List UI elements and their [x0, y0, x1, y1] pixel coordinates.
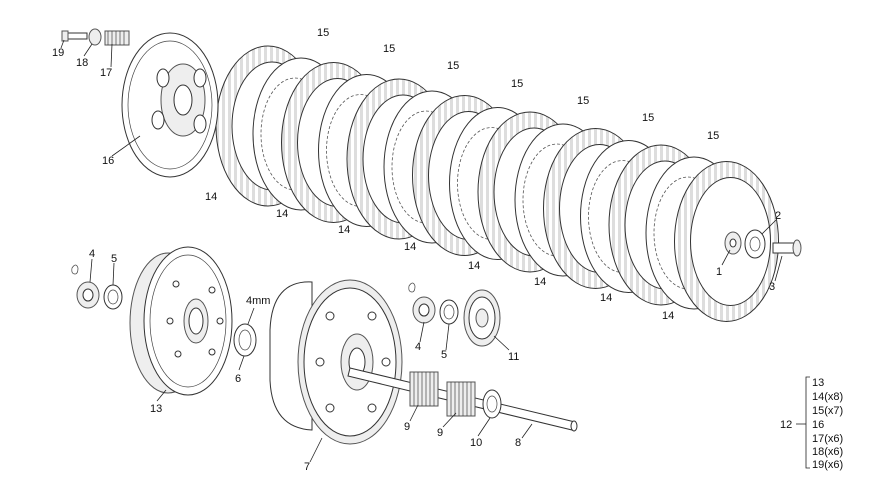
- label-1: 1: [716, 266, 722, 278]
- label-2: 2: [775, 210, 781, 222]
- gear-11: [463, 289, 501, 347]
- label-15-1: 15: [317, 27, 329, 39]
- label-15-4: 15: [511, 78, 523, 90]
- kit-item-17: 17(x6): [812, 433, 843, 445]
- label-3: 3: [769, 281, 775, 293]
- pushrod-piece-3: [772, 239, 802, 257]
- needle-bearing-9-right: [446, 381, 476, 417]
- label-8: 8: [515, 437, 521, 449]
- washer-5-left: [103, 284, 123, 310]
- kit-item-19: 19(x6): [812, 459, 843, 471]
- kit-item-18: 18(x6): [812, 446, 843, 458]
- washer-5-right: [439, 299, 459, 325]
- label-15-6: 15: [642, 112, 654, 124]
- label-15-7: 15: [707, 130, 719, 142]
- kit-item-14: 14(x8): [812, 391, 843, 403]
- label-16: 16: [102, 155, 114, 167]
- label-13: 13: [150, 403, 162, 415]
- label-4-right: 4: [415, 341, 421, 353]
- nut-4-right: [408, 282, 436, 324]
- label-15-5: 15: [577, 95, 589, 107]
- part-labels: 1 2 3 4 5 4 5 6 4mm 7 8 9 9 10 11 13 16 …: [52, 27, 792, 473]
- label-14-4: 14: [404, 241, 416, 253]
- clutch-basket-7: [269, 279, 403, 445]
- label-4-left: 4: [89, 248, 95, 260]
- label-7: 7: [304, 461, 310, 473]
- spring-cup-18: [88, 28, 102, 46]
- label-14-5: 14: [468, 260, 480, 272]
- label-18: 18: [76, 57, 88, 69]
- kit-item-13: 13: [812, 377, 824, 389]
- label-19: 19: [52, 47, 64, 59]
- washer-10: [482, 389, 502, 419]
- kit-item-15: 15(x7): [812, 405, 843, 417]
- label-14-6: 14: [534, 276, 546, 288]
- label-15-2: 15: [383, 43, 395, 55]
- label-15-3: 15: [447, 60, 459, 72]
- label-5-left: 5: [111, 253, 117, 265]
- label-4mm: 4mm: [246, 295, 270, 307]
- label-10: 10: [470, 437, 482, 449]
- pressure-plate-16: [121, 32, 219, 178]
- bearing-2: [744, 229, 766, 259]
- nut-4-left: [71, 264, 100, 309]
- circlip-6: [233, 323, 257, 357]
- inner-hub-13: [129, 246, 233, 396]
- nut-1: [724, 231, 742, 255]
- label-14-8: 14: [662, 310, 674, 322]
- kit-item-16: 16: [812, 419, 824, 431]
- label-14-3: 14: [338, 224, 350, 236]
- label-14-1: 14: [205, 191, 217, 203]
- kit-12-legend: 13 14(x8) 15(x7) 16 17(x6) 18(x6) 19(x6): [812, 377, 843, 471]
- label-9-left: 9: [404, 421, 410, 433]
- label-14-7: 14: [600, 292, 612, 304]
- spring-17: [104, 30, 130, 46]
- label-14-2: 14: [276, 208, 288, 220]
- label-5-right: 5: [441, 349, 447, 361]
- leader-lines: [60, 39, 783, 463]
- label-9-right: 9: [437, 427, 443, 439]
- needle-bearing-9-left: [409, 371, 439, 407]
- label-6: 6: [235, 373, 241, 385]
- label-11: 11: [508, 351, 519, 363]
- bolt-19: [61, 30, 88, 42]
- clutch-plate-stack: [215, 45, 779, 322]
- label-17: 17: [100, 67, 112, 79]
- kit-12-bracket: [796, 376, 810, 469]
- label-12: 12: [780, 419, 792, 431]
